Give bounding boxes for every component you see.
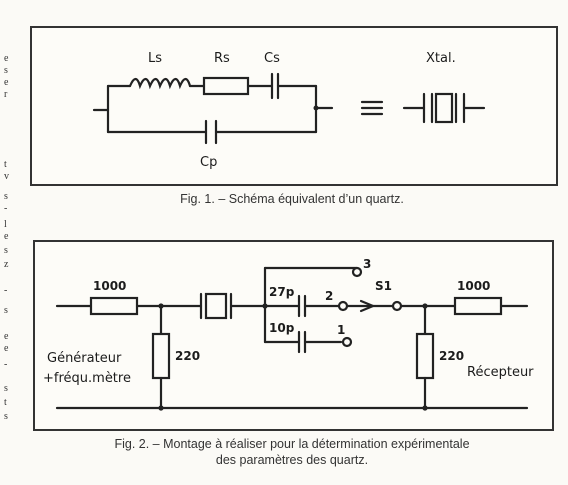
resistor-shunt-input-220	[151, 332, 171, 380]
inductor-ls	[128, 77, 192, 90]
resistor-input-1000	[89, 296, 139, 316]
figure-2-caption-line-1: Fig. 2. – Montage à réaliser pour la dét…	[114, 437, 470, 451]
page-edge-letter: s	[4, 383, 8, 394]
figure-2-caption: Fig. 2. – Montage à réaliser pour la dét…	[40, 436, 544, 468]
label-generator: Générateur	[47, 351, 122, 366]
resistor-shunt-output-220	[415, 332, 435, 380]
page-edge-letter: e	[4, 231, 9, 242]
label-switch-2: 2	[325, 289, 333, 303]
figure-1-schematic: Ls Rs Cs Cp Xtal.	[92, 51, 486, 170]
page-edge-letter: -	[4, 203, 8, 214]
label-rs: Rs	[214, 51, 230, 66]
label-r-out: 1000	[457, 279, 490, 293]
label-cp: Cp	[200, 155, 217, 170]
resistor-output-1000	[453, 296, 503, 316]
page-edge-letter: v	[4, 171, 9, 182]
label-switch-1: 1	[337, 323, 345, 337]
switch-contact-1	[341, 336, 353, 348]
label-ls: Ls	[148, 51, 162, 66]
page-edge-letter: l	[4, 219, 7, 230]
crystal-xtal	[402, 92, 486, 124]
label-switch-3: 3	[363, 257, 371, 271]
page-edge-letter: t	[4, 159, 7, 170]
label-frequency-meter: +fréqu.mètre	[43, 371, 131, 386]
label-r-in: 1000	[93, 279, 126, 293]
page-edge-letter: z	[4, 259, 9, 270]
label-s1: S1	[375, 279, 392, 293]
figure-1-caption: Fig. 1. – Schéma équivalent d’un quartz.	[180, 192, 404, 206]
figure-2-schematic: 1000 220 27p 10p 1 2 3 S1 1000 220 Génér…	[43, 257, 534, 411]
switch-contact-2	[337, 300, 349, 312]
page-edge-letter: e	[4, 343, 9, 354]
page-edge-letter: t	[4, 397, 7, 408]
label-receiver: Récepteur	[467, 365, 534, 380]
page-edge-letter: -	[4, 359, 8, 370]
page-edge-letter: s	[4, 245, 8, 256]
page-edge-letter: s	[4, 411, 8, 422]
page-edge-letter: e	[4, 53, 9, 64]
capacitor-cp	[204, 119, 218, 145]
label-10p: 10p	[269, 321, 295, 335]
page-edge-letter: r	[4, 89, 8, 100]
page-edge-letter: e	[4, 331, 9, 342]
figure-1-frame: Ls Rs Cs Cp Xtal.	[30, 26, 558, 186]
page-edge-letter: s	[4, 191, 8, 202]
switch-contact-3	[351, 266, 363, 278]
label-r-shunt-out: 220	[439, 349, 464, 363]
label-r-shunt-in: 220	[175, 349, 200, 363]
figure-2-caption-line-2: des paramètres des quartz.	[215, 453, 369, 467]
figure-2-frame: 1000 220 27p 10p 1 2 3 S1 1000 220 Génér…	[33, 240, 554, 431]
switch-common	[391, 300, 403, 312]
label-27p: 27p	[269, 285, 295, 299]
label-cs: Cs	[264, 51, 280, 66]
page-edge-letter: s	[4, 305, 8, 316]
label-xtal: Xtal.	[426, 51, 456, 66]
page-edge-letter: e	[4, 77, 9, 88]
page-edge-letter: -	[4, 285, 8, 296]
resistor-rs	[202, 76, 250, 96]
equivalence-sign	[360, 100, 384, 116]
page-edge-letter: s	[4, 65, 8, 76]
